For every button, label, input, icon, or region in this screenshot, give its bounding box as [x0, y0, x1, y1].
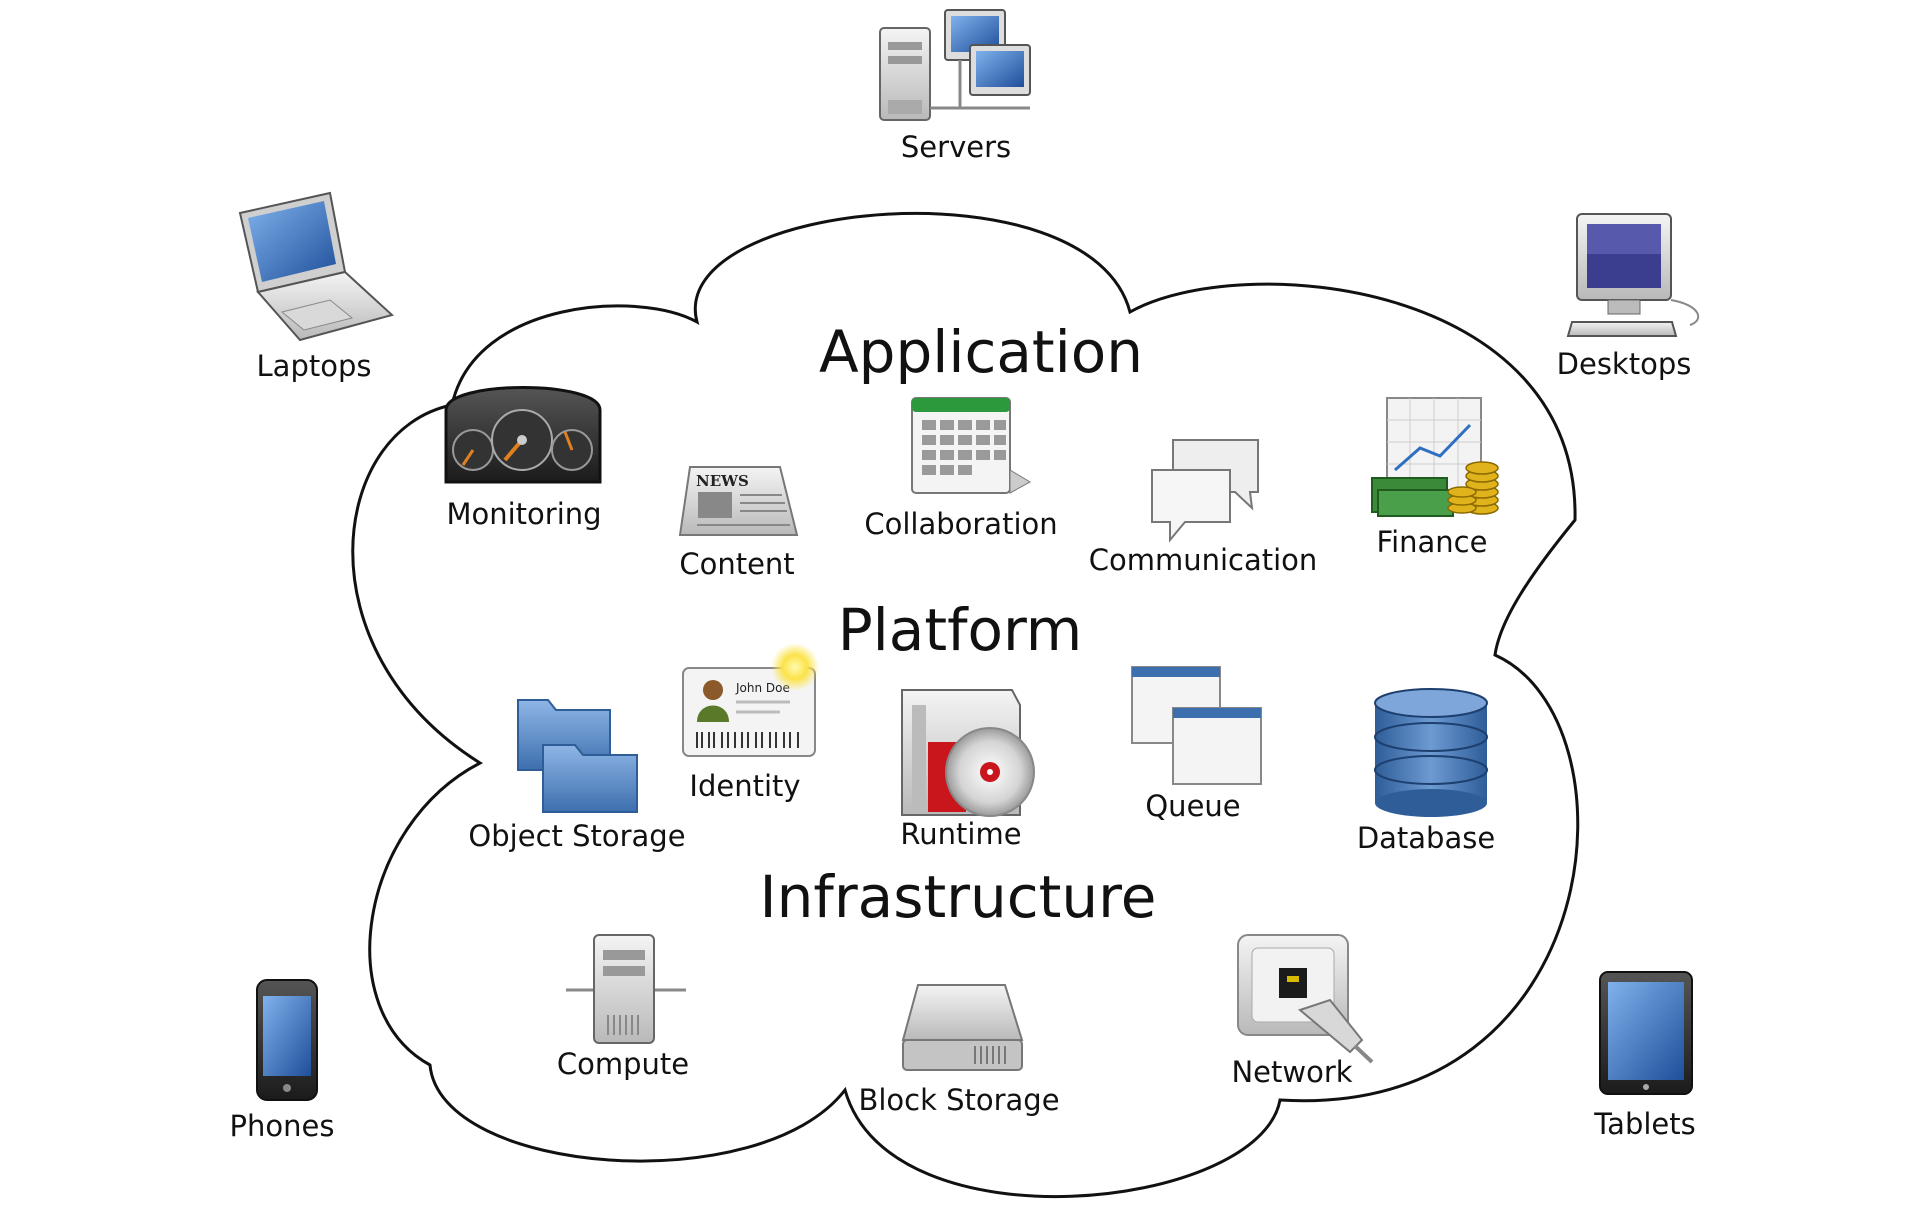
runtime-label: Runtime: [900, 817, 1022, 851]
compute-icon: [566, 934, 686, 1044]
identity-icon: John Doe: [682, 643, 819, 757]
servers-icon: [879, 9, 1031, 121]
runtime-icon: [901, 689, 1035, 817]
layer-title-infrastructure: Infrastructure: [759, 863, 1157, 931]
database-icon: [1374, 688, 1488, 817]
communication-label: Communication: [1088, 543, 1318, 577]
monitoring-label: Monitoring: [446, 497, 602, 531]
identity-label: Identity: [689, 769, 801, 803]
laptops-label: Laptops: [256, 349, 372, 383]
laptops-icon: [238, 191, 395, 342]
monitoring-icon: [444, 386, 602, 484]
layer-title-application: Application: [818, 318, 1144, 386]
finance-label: Finance: [1376, 525, 1488, 559]
content-icon-text: NEWS: [696, 472, 749, 490]
tablets-label: Tablets: [1594, 1107, 1696, 1141]
collaboration-label: Collaboration: [864, 507, 1058, 541]
phones-icon: [256, 979, 318, 1101]
desktops-icon: [1566, 213, 1700, 337]
tablets-icon: [1599, 971, 1693, 1095]
block-storage-label: Block Storage: [858, 1083, 1060, 1117]
collaboration-icon: [911, 397, 1032, 494]
finance-icon: [1371, 397, 1499, 517]
queue-label: Queue: [1145, 789, 1241, 823]
content-label: Content: [679, 547, 795, 581]
compute-label: Compute: [556, 1047, 690, 1081]
network-label: Network: [1231, 1055, 1353, 1089]
cloud-outline: [351, 211, 1580, 1199]
servers-label: Servers: [900, 130, 1012, 164]
identity-card-name: John Doe: [735, 681, 790, 695]
object-storage-label: Object Storage: [468, 819, 686, 853]
object-storage-icon: [517, 699, 638, 813]
network-icon: [1237, 934, 1374, 1064]
layer-title-platform: Platform: [837, 596, 1083, 664]
communication-icon: [1151, 439, 1259, 543]
database-label: Database: [1356, 821, 1496, 855]
queue-icon: [1131, 666, 1262, 785]
phones-label: Phones: [229, 1109, 335, 1143]
content-icon: NEWS: [678, 466, 799, 536]
desktops-label: Desktops: [1556, 347, 1692, 381]
block-storage-icon: [901, 984, 1024, 1071]
